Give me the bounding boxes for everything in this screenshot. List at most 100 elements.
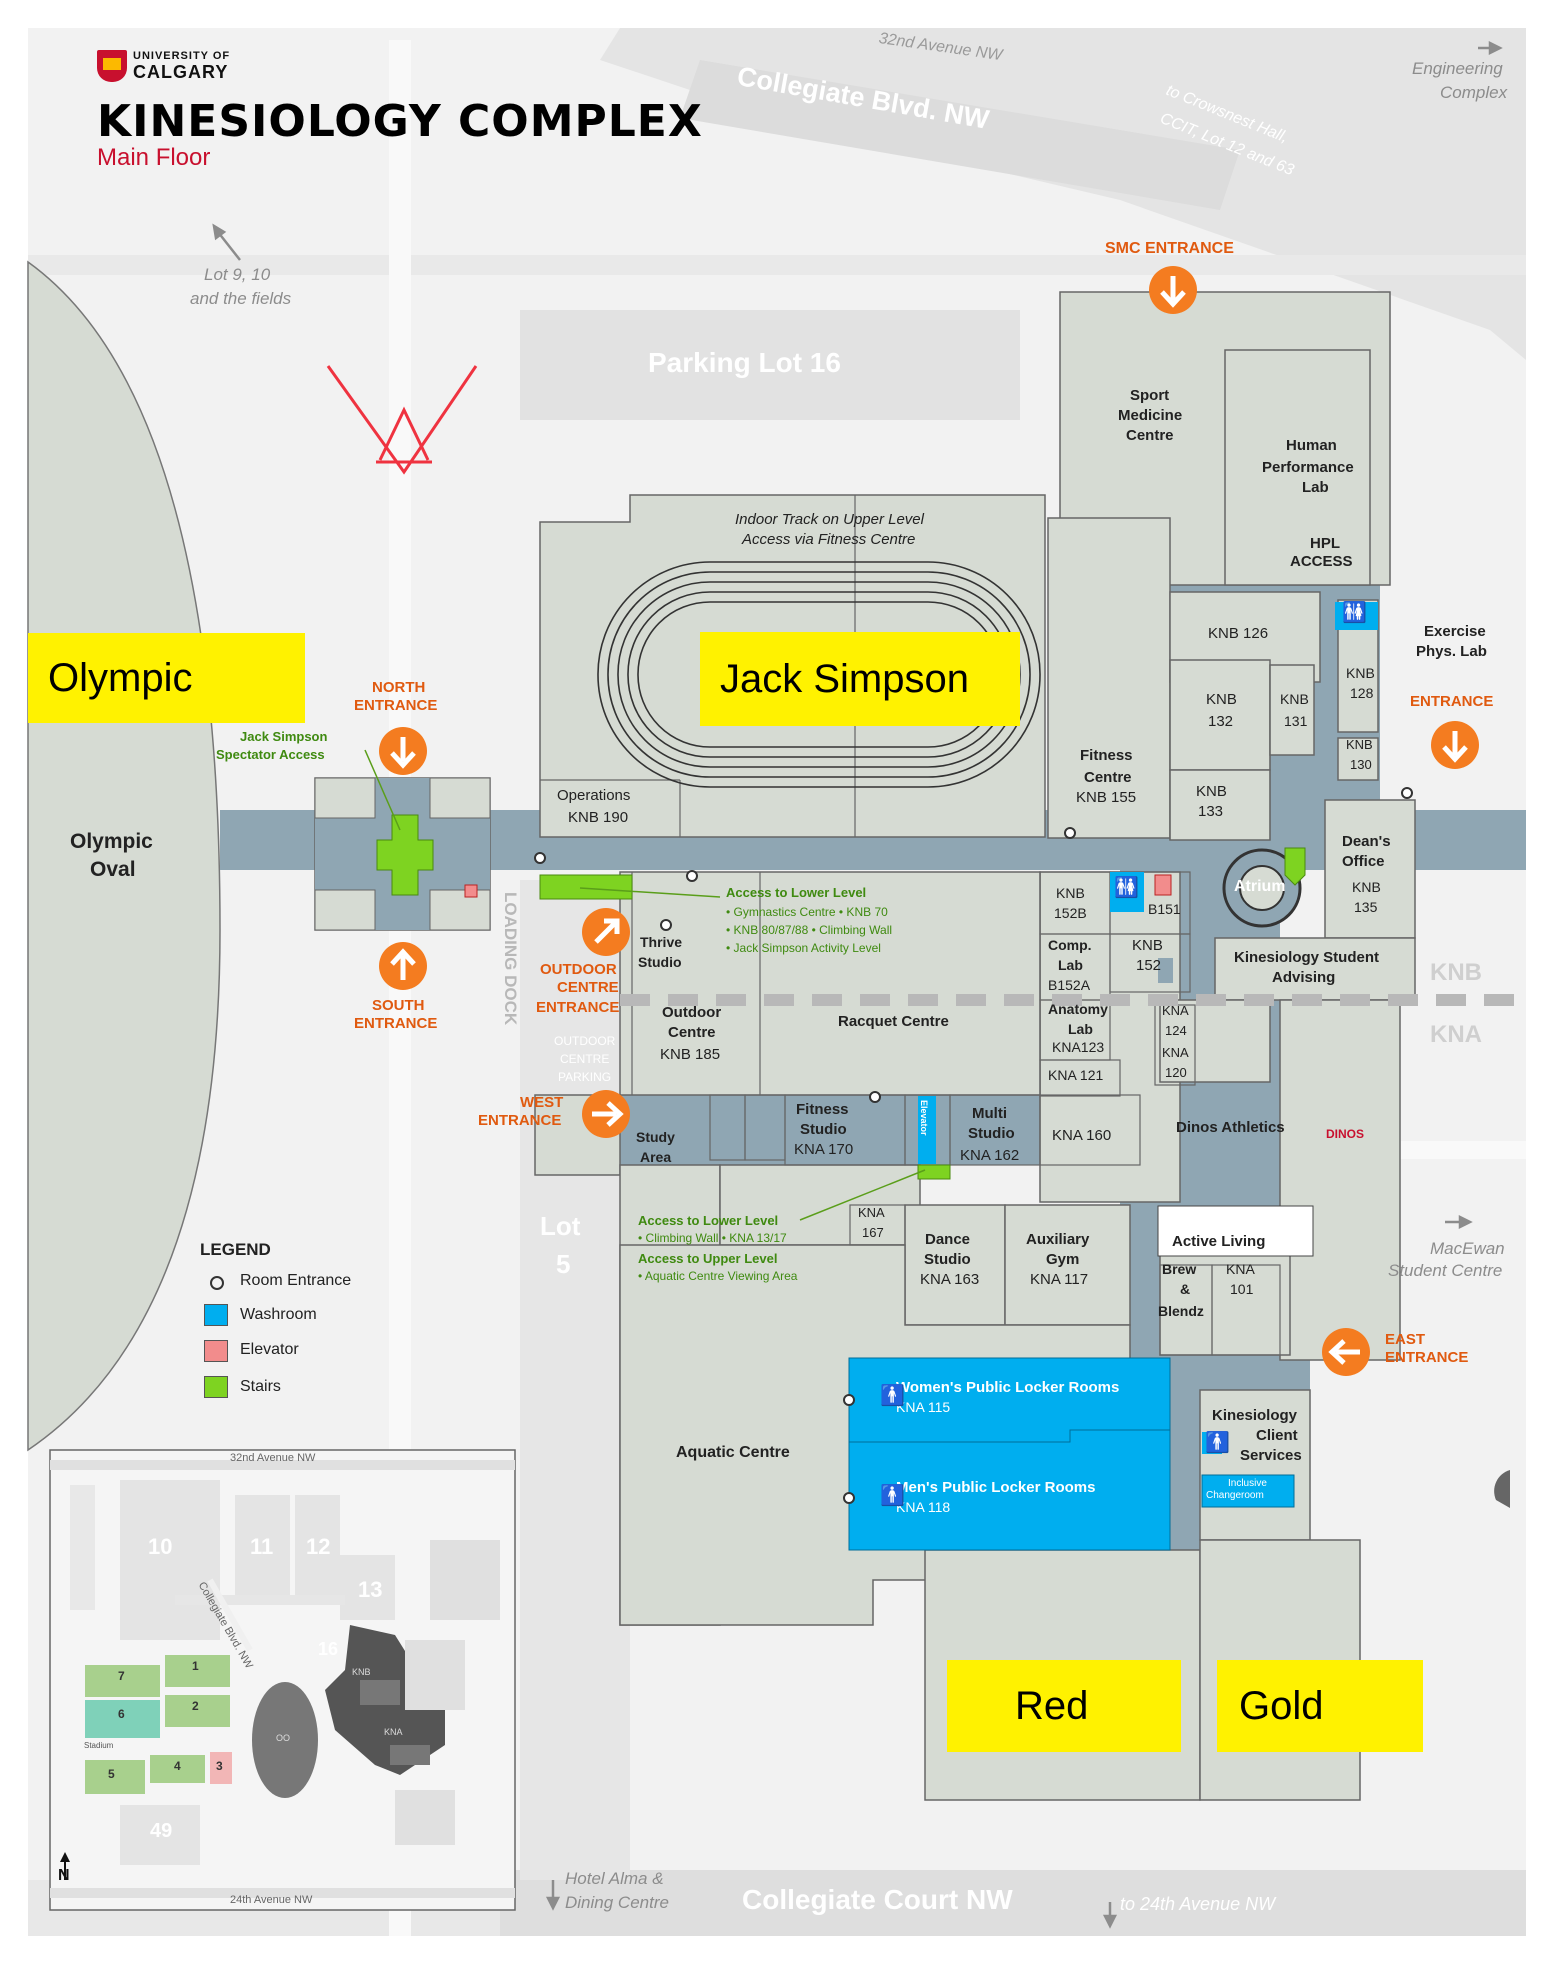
upper-access-1: • Aquatic Centre Viewing Area: [638, 1269, 798, 1283]
direction-arrows: [212, 40, 1503, 1929]
deans-office-label: Dean's: [1342, 833, 1391, 850]
east-entrance-label: EAST: [1385, 1331, 1426, 1348]
olympic-oval-label-2: Oval: [90, 858, 136, 881]
legend-washroom: Washroom: [240, 1306, 317, 1323]
inset-lot-7: 7: [118, 1669, 125, 1683]
indoor-track-label-2: Access via Fitness Centre: [742, 531, 916, 548]
washroom-person-icon: 🚹: [880, 1385, 905, 1407]
room-kna120-2: 120: [1165, 1065, 1187, 1080]
highlight-olympic[interactable]: Olympic: [28, 633, 305, 723]
north-entrance-label-2: ENTRANCE: [354, 697, 438, 714]
study-area-label: Study: [636, 1129, 675, 1145]
room-knb133-2: 133: [1198, 803, 1224, 820]
outdoor-parking-label-1: OUTDOOR: [554, 1034, 616, 1048]
room-kna124-2: 124: [1165, 1023, 1187, 1038]
fitness-studio-label-2: Studio: [800, 1121, 847, 1138]
north-entrance-label: NORTH: [372, 679, 426, 696]
fitness-studio-label: Fitness: [796, 1101, 849, 1118]
legend-stairs: Stairs: [240, 1378, 281, 1395]
inset-map[interactable]: N: [49, 1449, 516, 1911]
north-entrance-arrow-icon[interactable]: [379, 727, 427, 775]
red-sculpture-icon: [326, 365, 478, 475]
south-entrance-label: SOUTH: [372, 997, 425, 1014]
legend-room-entrance: Room Entrance: [240, 1272, 352, 1289]
operations-label-2: KNB 190: [568, 809, 629, 826]
dinos-logo-icon: DINOS: [1326, 1127, 1365, 1141]
east-entrance-arrow-icon[interactable]: [1322, 1328, 1370, 1376]
fitness-studio-label-3: KNA 170: [794, 1141, 854, 1158]
elevator-swatch: [204, 1340, 228, 1362]
anatomy-lab-label: Anatomy: [1048, 1001, 1108, 1017]
inset-lot-16: 16: [318, 1639, 339, 1659]
highlight-jack-simpson[interactable]: Jack Simpson: [700, 632, 1020, 726]
east-entrance-label-2: ENTRANCE: [1385, 1349, 1469, 1366]
womens-locker-label-2: KNA 115: [896, 1399, 951, 1415]
spectator-access-label: Jack Simpson: [240, 729, 328, 744]
inset-lot-13: 13: [358, 1577, 383, 1602]
room-knb131: KNB: [1280, 691, 1309, 707]
washroom-person-icon: 🚻: [1114, 877, 1139, 899]
aux-gym-label: Auxiliary: [1026, 1231, 1090, 1248]
entrance-hub: [314, 777, 491, 931]
deans-office-label-4: 135: [1354, 899, 1378, 915]
room-b151: B151: [1148, 901, 1181, 917]
olympic-oval-building[interactable]: [27, 260, 221, 1452]
south-entrance-label-2: ENTRANCE: [354, 1015, 438, 1032]
university-top: UNIVERSITY OF: [133, 50, 231, 62]
deans-office-label-2: Office: [1342, 853, 1385, 870]
street-lot5-b: 5: [556, 1249, 571, 1279]
room-knb132: KNB: [1206, 691, 1237, 708]
comp-lab-label: Comp.: [1048, 937, 1092, 953]
knb-zone-label: KNB: [1430, 959, 1482, 986]
highlight-gold[interactable]: Gold: [1217, 1660, 1423, 1752]
inset-avenue-top: 32nd Avenue NW: [230, 1452, 316, 1464]
outdoor-parking-label-2: CENTRE: [560, 1052, 610, 1066]
inset-north-label: N: [58, 1867, 70, 1884]
womens-locker-label: Women's Public Locker Rooms: [896, 1379, 1120, 1396]
indoor-track-label: Indoor Track on Upper Level: [735, 511, 924, 528]
highlight-red[interactable]: Red: [947, 1660, 1181, 1752]
room-entrance-markers: [534, 787, 1413, 1504]
inset-lot-6: 6: [118, 1707, 125, 1721]
atrium-icon: [1222, 847, 1306, 928]
sport-medicine-label: Sport: [1130, 387, 1170, 404]
direction-lot9: Lot 9, 10: [204, 265, 271, 284]
smc-entrance-arrow-icon[interactable]: [1149, 266, 1197, 314]
service-rooms: [539, 602, 1378, 1551]
inset-lot-49: 49: [150, 1820, 173, 1842]
east-upper-entrance-arrow-icon[interactable]: [1431, 721, 1479, 769]
fitness-centre-label: Fitness: [1080, 747, 1133, 764]
direction-hotel: Hotel Alma &: [565, 1869, 664, 1888]
outdoor-entrance-label: OUTDOOR: [540, 961, 617, 978]
room-knb128: KNB: [1346, 665, 1375, 681]
hpl-label-3: Lab: [1302, 479, 1329, 496]
inclusive-changeroom-label-2: Changeroom: [1206, 1490, 1264, 1501]
outdoor-parking-label-3: PARKING: [558, 1070, 612, 1084]
legend: LEGEND Room Entrance Washroom Elevator S…: [200, 1240, 400, 1420]
deans-office-label-3: KNB: [1352, 879, 1381, 895]
direction-fields: and the fields: [190, 289, 292, 308]
hpl-label-2: Performance: [1262, 459, 1354, 476]
mens-locker-label-2: KNA 118: [896, 1499, 951, 1515]
operations-label: Operations: [557, 787, 631, 804]
outdoor-entrance-label-2: CENTRE: [557, 979, 619, 996]
south-entrance-arrow-icon[interactable]: [379, 942, 427, 990]
student-advising-label-2: Advising: [1272, 969, 1336, 986]
room-knb128-2: 128: [1350, 685, 1374, 701]
outdoor-centre-label: Outdoor: [662, 1004, 722, 1021]
upper-access-title: Access to Upper Level: [638, 1251, 778, 1266]
direction-student-centre: Student Centre: [1388, 1261, 1503, 1280]
entrance-arrows: [379, 266, 1479, 1376]
lower-access-1: • Gymnastics Centre • KNB 70: [726, 905, 888, 919]
west-entrance-arrow-icon[interactable]: [582, 1090, 630, 1138]
page-subtitle: Main Floor: [97, 144, 211, 171]
street-lot5-a: Lot: [540, 1211, 581, 1241]
room-kna167: KNA: [858, 1205, 885, 1220]
outdoor-entrance-arrow-icon[interactable]: [582, 908, 630, 956]
inset-lot-1: 1: [192, 1659, 199, 1673]
inset-lot-2: 2: [192, 1699, 199, 1713]
inset-oo: OO: [276, 1733, 291, 1743]
lower-access2-title: Access to Lower Level: [638, 1213, 779, 1228]
lower-access-3: • Jack Simpson Activity Level: [726, 941, 881, 955]
